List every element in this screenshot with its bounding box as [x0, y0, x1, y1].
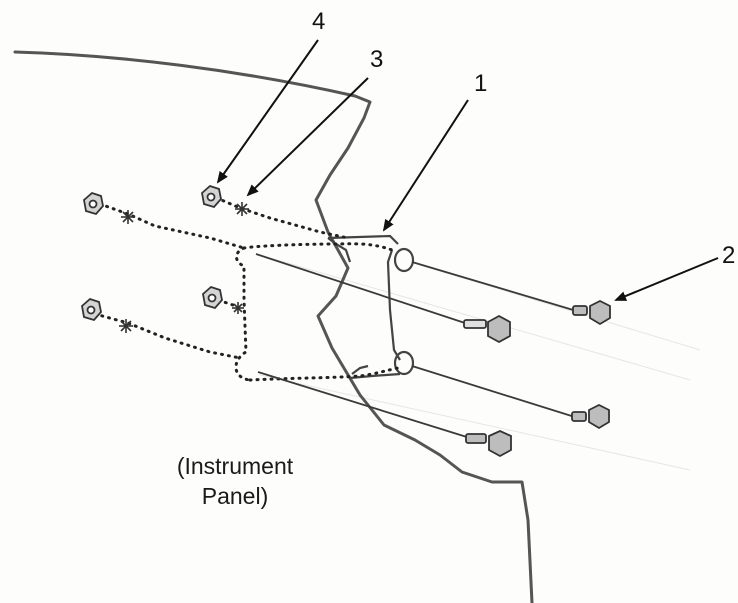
arrow-1: [382, 99, 469, 232]
arrow-4: [216, 39, 319, 184]
mounting-bracket: [327, 234, 415, 380]
bolt-shafts: [255, 253, 581, 439]
bolts: [463, 299, 611, 458]
arrow-3: [246, 77, 369, 197]
callout-label-2: 2: [722, 242, 736, 269]
caption-line-1: (Instrument: [176, 453, 294, 479]
nuts: [81, 184, 223, 322]
dashboard-outline: [13, 50, 534, 603]
caption-line-2: Panel): [201, 482, 269, 509]
callout-label-1: 1: [474, 70, 488, 97]
hidden-outline-dotted: [93, 193, 400, 382]
leader-arrows: [216, 39, 719, 301]
callout-label-3: 3: [370, 46, 384, 73]
lock-washers: [119, 202, 249, 333]
arrow-2: [614, 257, 719, 301]
instrument-panel-caption: (Instrument Panel): [150, 452, 320, 512]
callout-label-4: 4: [312, 8, 326, 35]
